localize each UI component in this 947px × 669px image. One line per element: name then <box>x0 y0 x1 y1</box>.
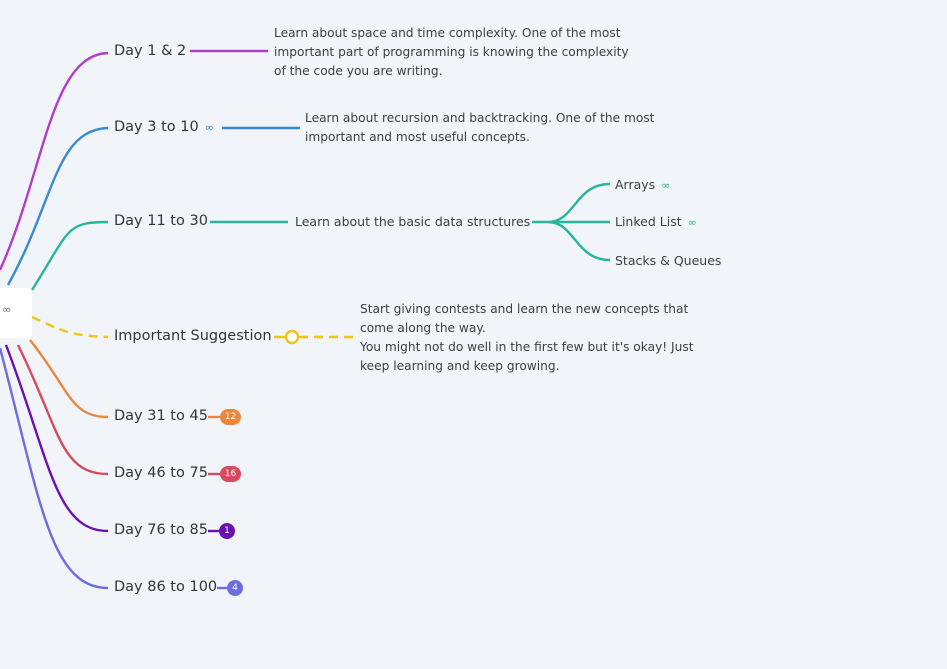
connector-day1 <box>0 51 109 271</box>
link-icon[interactable]: ∞ <box>204 121 214 134</box>
item-arrays-label: Arrays <box>615 177 656 192</box>
item-arrays[interactable]: Arrays ∞ <box>615 177 670 192</box>
connector-day86 <box>0 347 109 590</box>
collapse-count-badge[interactable]: 16 <box>220 466 241 482</box>
branch-day3-label: Day 3 to 10 <box>114 119 199 135</box>
connector-day11 <box>30 220 109 291</box>
connector-day11-items <box>532 182 611 262</box>
link-icon[interactable]: ∞ <box>661 179 671 192</box>
connector-day46 <box>16 344 109 476</box>
branch-day1-label[interactable]: Day 1 & 2 <box>114 43 187 59</box>
connector-day31 <box>29 339 109 419</box>
note-line: of the code you are writing. <box>274 64 443 78</box>
connector-day76 <box>4 344 109 533</box>
branch-day11-child[interactable]: Learn about the basic data structures <box>295 214 531 229</box>
branch-day86-label[interactable]: Day 86 to 100 <box>114 579 218 595</box>
connector-day3 <box>6 126 109 286</box>
branch-day31-label[interactable]: Day 31 to 45 <box>114 408 208 424</box>
item-stacks-queues[interactable]: Stacks & Queues <box>615 253 722 268</box>
note-line: Learn about recursion and backtracking. … <box>305 111 655 125</box>
item-linked-list[interactable]: Linked List ∞ <box>615 214 697 229</box>
note-line: important and most useful concepts. <box>305 130 530 144</box>
collapse-count-badge[interactable]: 1 <box>219 523 235 539</box>
branch-day1-note[interactable]: Learn about space and time complexity. O… <box>274 24 629 81</box>
note-line: Start giving contests and learn the new … <box>360 302 689 316</box>
item-linked-list-label: Linked List <box>615 214 682 229</box>
link-icon[interactable]: ∞ <box>687 216 697 229</box>
note-line: keep learning and keep growing. <box>360 359 560 373</box>
branch-day46-label[interactable]: Day 46 to 75 <box>114 465 208 481</box>
root-link-icon[interactable]: ∞ <box>2 303 12 316</box>
branch-suggestion-note[interactable]: Start giving contests and learn the new … <box>360 300 693 376</box>
branch-day3[interactable]: Day 3 to 10 ∞ <box>114 119 214 135</box>
branch-suggestion-label[interactable]: Important Suggestion <box>114 328 272 344</box>
suggestion-collapse-dot <box>284 329 300 345</box>
note-line: come along the way. <box>360 321 486 335</box>
collapse-count-badge[interactable]: 12 <box>220 409 241 425</box>
branch-day11-label[interactable]: Day 11 to 30 <box>114 213 208 229</box>
collapse-count-badge[interactable]: 4 <box>227 580 243 596</box>
branch-day3-note[interactable]: Learn about recursion and backtracking. … <box>305 109 654 147</box>
note-line: You might not do well in the first few b… <box>360 340 694 354</box>
note-line: Learn about space and time complexity. O… <box>274 26 621 40</box>
root-node[interactable] <box>0 288 32 338</box>
note-line: important part of programming is knowing… <box>274 45 629 59</box>
connector-suggestion <box>31 315 109 339</box>
branch-day76-label[interactable]: Day 76 to 85 <box>114 522 208 538</box>
